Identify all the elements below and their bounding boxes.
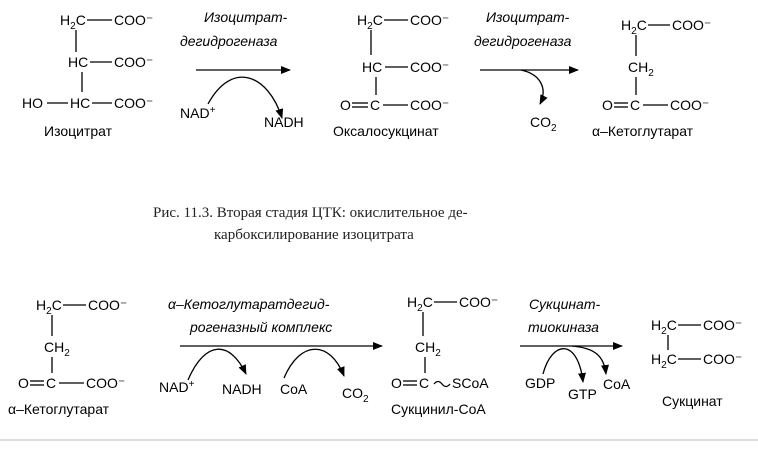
isocitrate-structure: H2C COO⁻ HC COO⁻ HO HC COO⁻ Изоцитрат	[22, 12, 153, 139]
ketoglutarate-o: O	[602, 97, 613, 113]
succinylcoa-h2c: H2C	[407, 294, 433, 314]
oxalosuccinate-coo-2: COO⁻	[410, 59, 449, 75]
thioester-bond-tilde	[433, 380, 451, 388]
co2-release-arrow	[520, 69, 548, 105]
ketoglutarate-b-c: C	[46, 375, 56, 391]
figure-caption-line1: Рис. 11.3. Вторая стадия ЦТК: окислитель…	[153, 205, 468, 221]
enzyme-akg-dh-line2: рогеназный комплекс	[189, 319, 332, 335]
figure-caption-line2: карбоксилирование изоцитрата	[214, 227, 414, 243]
oxalosuccinate-coo-3: COO⁻	[410, 97, 449, 113]
oxalosuccinate-coo-1: COO⁻	[410, 12, 449, 28]
oxalosuccinate-h2c: H2C	[357, 12, 383, 32]
succinylcoa-structure: H2C COO⁻ CH2 O C SCoA Сукцинил-CoA	[391, 294, 498, 417]
isocitrate-ho: HO	[22, 95, 43, 111]
isocitrate-coo-2: COO⁻	[114, 54, 153, 70]
succinylcoa-ch2: CH2	[415, 339, 441, 359]
enzyme-isocitrate-dh-2-line1: Изоцитрат-	[486, 9, 570, 25]
coa-label-2: CoA	[603, 376, 631, 392]
isocitrate-hc: HC	[68, 54, 88, 70]
cofactor-arrow-nad	[207, 76, 284, 119]
co2-label: CO2	[530, 114, 557, 134]
succinate-name: Сукцинат	[662, 393, 723, 409]
ketoglutarate-coo-2: COO⁻	[670, 97, 709, 113]
nadh-label-bottom: NADH	[222, 381, 262, 397]
ketoglutarate-b-h2c: H2C	[36, 297, 62, 317]
oxalosuccinate-name: Оксалосукцинат	[333, 123, 439, 139]
enzyme-akg-dh-line1: α–Кетоглутаратдегид-	[168, 296, 330, 312]
oxalosuccinate-hc: HC	[362, 59, 382, 75]
nad-label-bottom: NAD+	[159, 379, 195, 395]
gdp-label: GDP	[525, 375, 555, 391]
succinate-h2c-1: H2C	[651, 317, 677, 337]
ketoglutarate-structure-bottom: H2C COO⁻ CH2 O C COO⁻ α–Кетоглутарат	[8, 297, 127, 417]
succinylcoa-c: C	[419, 375, 429, 391]
enzyme-succinate-thiokinase-line2: тиокиназа	[528, 319, 599, 335]
ketoglutarate-h2c: H2C	[621, 17, 647, 37]
succinylcoa-o: O	[391, 375, 402, 391]
ketoglutarate-b-coo-1: COO⁻	[88, 297, 127, 313]
isocitrate-coo-1: COO⁻	[114, 12, 153, 28]
succinate-coo-2: COO⁻	[703, 351, 742, 367]
enzyme-isocitrate-dh-line2: дегидрогеназа	[180, 33, 278, 49]
nad-label: NAD+	[180, 105, 216, 121]
cofactor-arrow-coa	[283, 348, 345, 379]
nadh-label: NADH	[264, 114, 304, 130]
succinate-h2c-2: H2C	[651, 351, 677, 371]
coa-release-arrow	[571, 345, 609, 375]
gtp-label: GTP	[568, 386, 597, 402]
ketoglutarate-coo-1: COO⁻	[672, 17, 711, 33]
enzyme-succinate-thiokinase-line1: Сукцинат-	[529, 296, 601, 312]
ketoglutarate-structure-top: H2C COO⁻ CH2 O C COO⁻ α–Кетоглутарат	[592, 17, 711, 139]
enzyme-isocitrate-dh-2-line2: дегидрогеназа	[474, 33, 572, 49]
oxalosuccinate-c: C	[370, 97, 380, 113]
ketoglutarate-b-name: α–Кетоглутарат	[8, 401, 110, 417]
coa-label: CoA	[280, 381, 308, 397]
succinate-coo-1: COO⁻	[703, 317, 742, 333]
succinylcoa-scoa: SCoA	[452, 375, 489, 391]
cofactor-arrow-nad-bottom	[187, 348, 247, 381]
ketoglutarate-b-o: O	[18, 375, 29, 391]
isocitrate-hc-2: HC	[70, 95, 90, 111]
succinylcoa-name: Сукцинил-CoA	[391, 401, 486, 417]
oxalosuccinate-structure: H2C COO⁻ HC COO⁻ O C COO⁻ Оксалосукцинат	[333, 12, 449, 139]
ketoglutarate-b-ch2: CH2	[44, 339, 70, 359]
succinate-structure: H2C COO⁻ H2C COO⁻ Сукцинат	[651, 317, 742, 409]
enzyme-isocitrate-dh-line1: Изоцитрат-	[204, 9, 288, 25]
succinylcoa-coo: COO⁻	[459, 294, 498, 310]
isocitrate-name: Изоцитрат	[44, 123, 113, 139]
ketoglutarate-c: C	[630, 97, 640, 113]
ketoglutarate-name: α–Кетоглутарат	[592, 123, 694, 139]
cofactor-arrow-gdp	[542, 348, 586, 383]
ketoglutarate-b-coo-2: COO⁻	[86, 375, 125, 391]
isocitrate-h2c: H2C	[60, 12, 86, 32]
isocitrate-coo-3: COO⁻	[114, 95, 153, 111]
oxalosuccinate-o: O	[340, 97, 351, 113]
ketoglutarate-ch2: CH2	[628, 59, 654, 79]
co2-label-bottom: CO2	[342, 385, 369, 405]
